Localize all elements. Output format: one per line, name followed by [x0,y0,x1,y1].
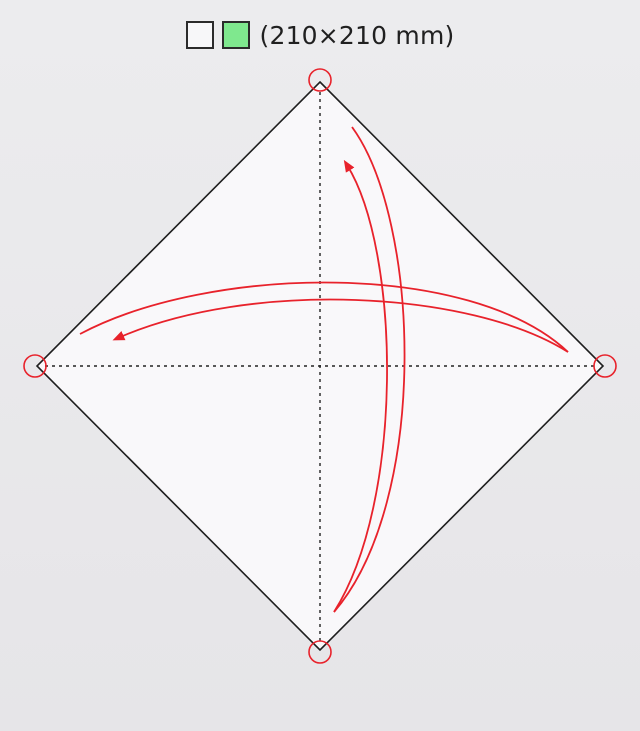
fold-arrow-bottom-to-top-inner [333,159,388,613]
corner-marker-left [23,354,47,378]
paper-info-header: (210×210 mm) [0,16,640,54]
corner-marker-right [593,354,617,378]
back-color-swatch [221,21,250,49]
fold-arrow-bottom-to-top-outer [333,126,406,613]
paper-size-label: (210×210 mm) [259,20,455,50]
corner-marker-top [308,68,332,92]
fold-arrow-right-to-left-inner [112,298,569,353]
corner-marker-bottom [308,640,332,664]
fold-arrow-right-to-left-outer [79,281,569,353]
front-color-swatch [185,21,214,49]
